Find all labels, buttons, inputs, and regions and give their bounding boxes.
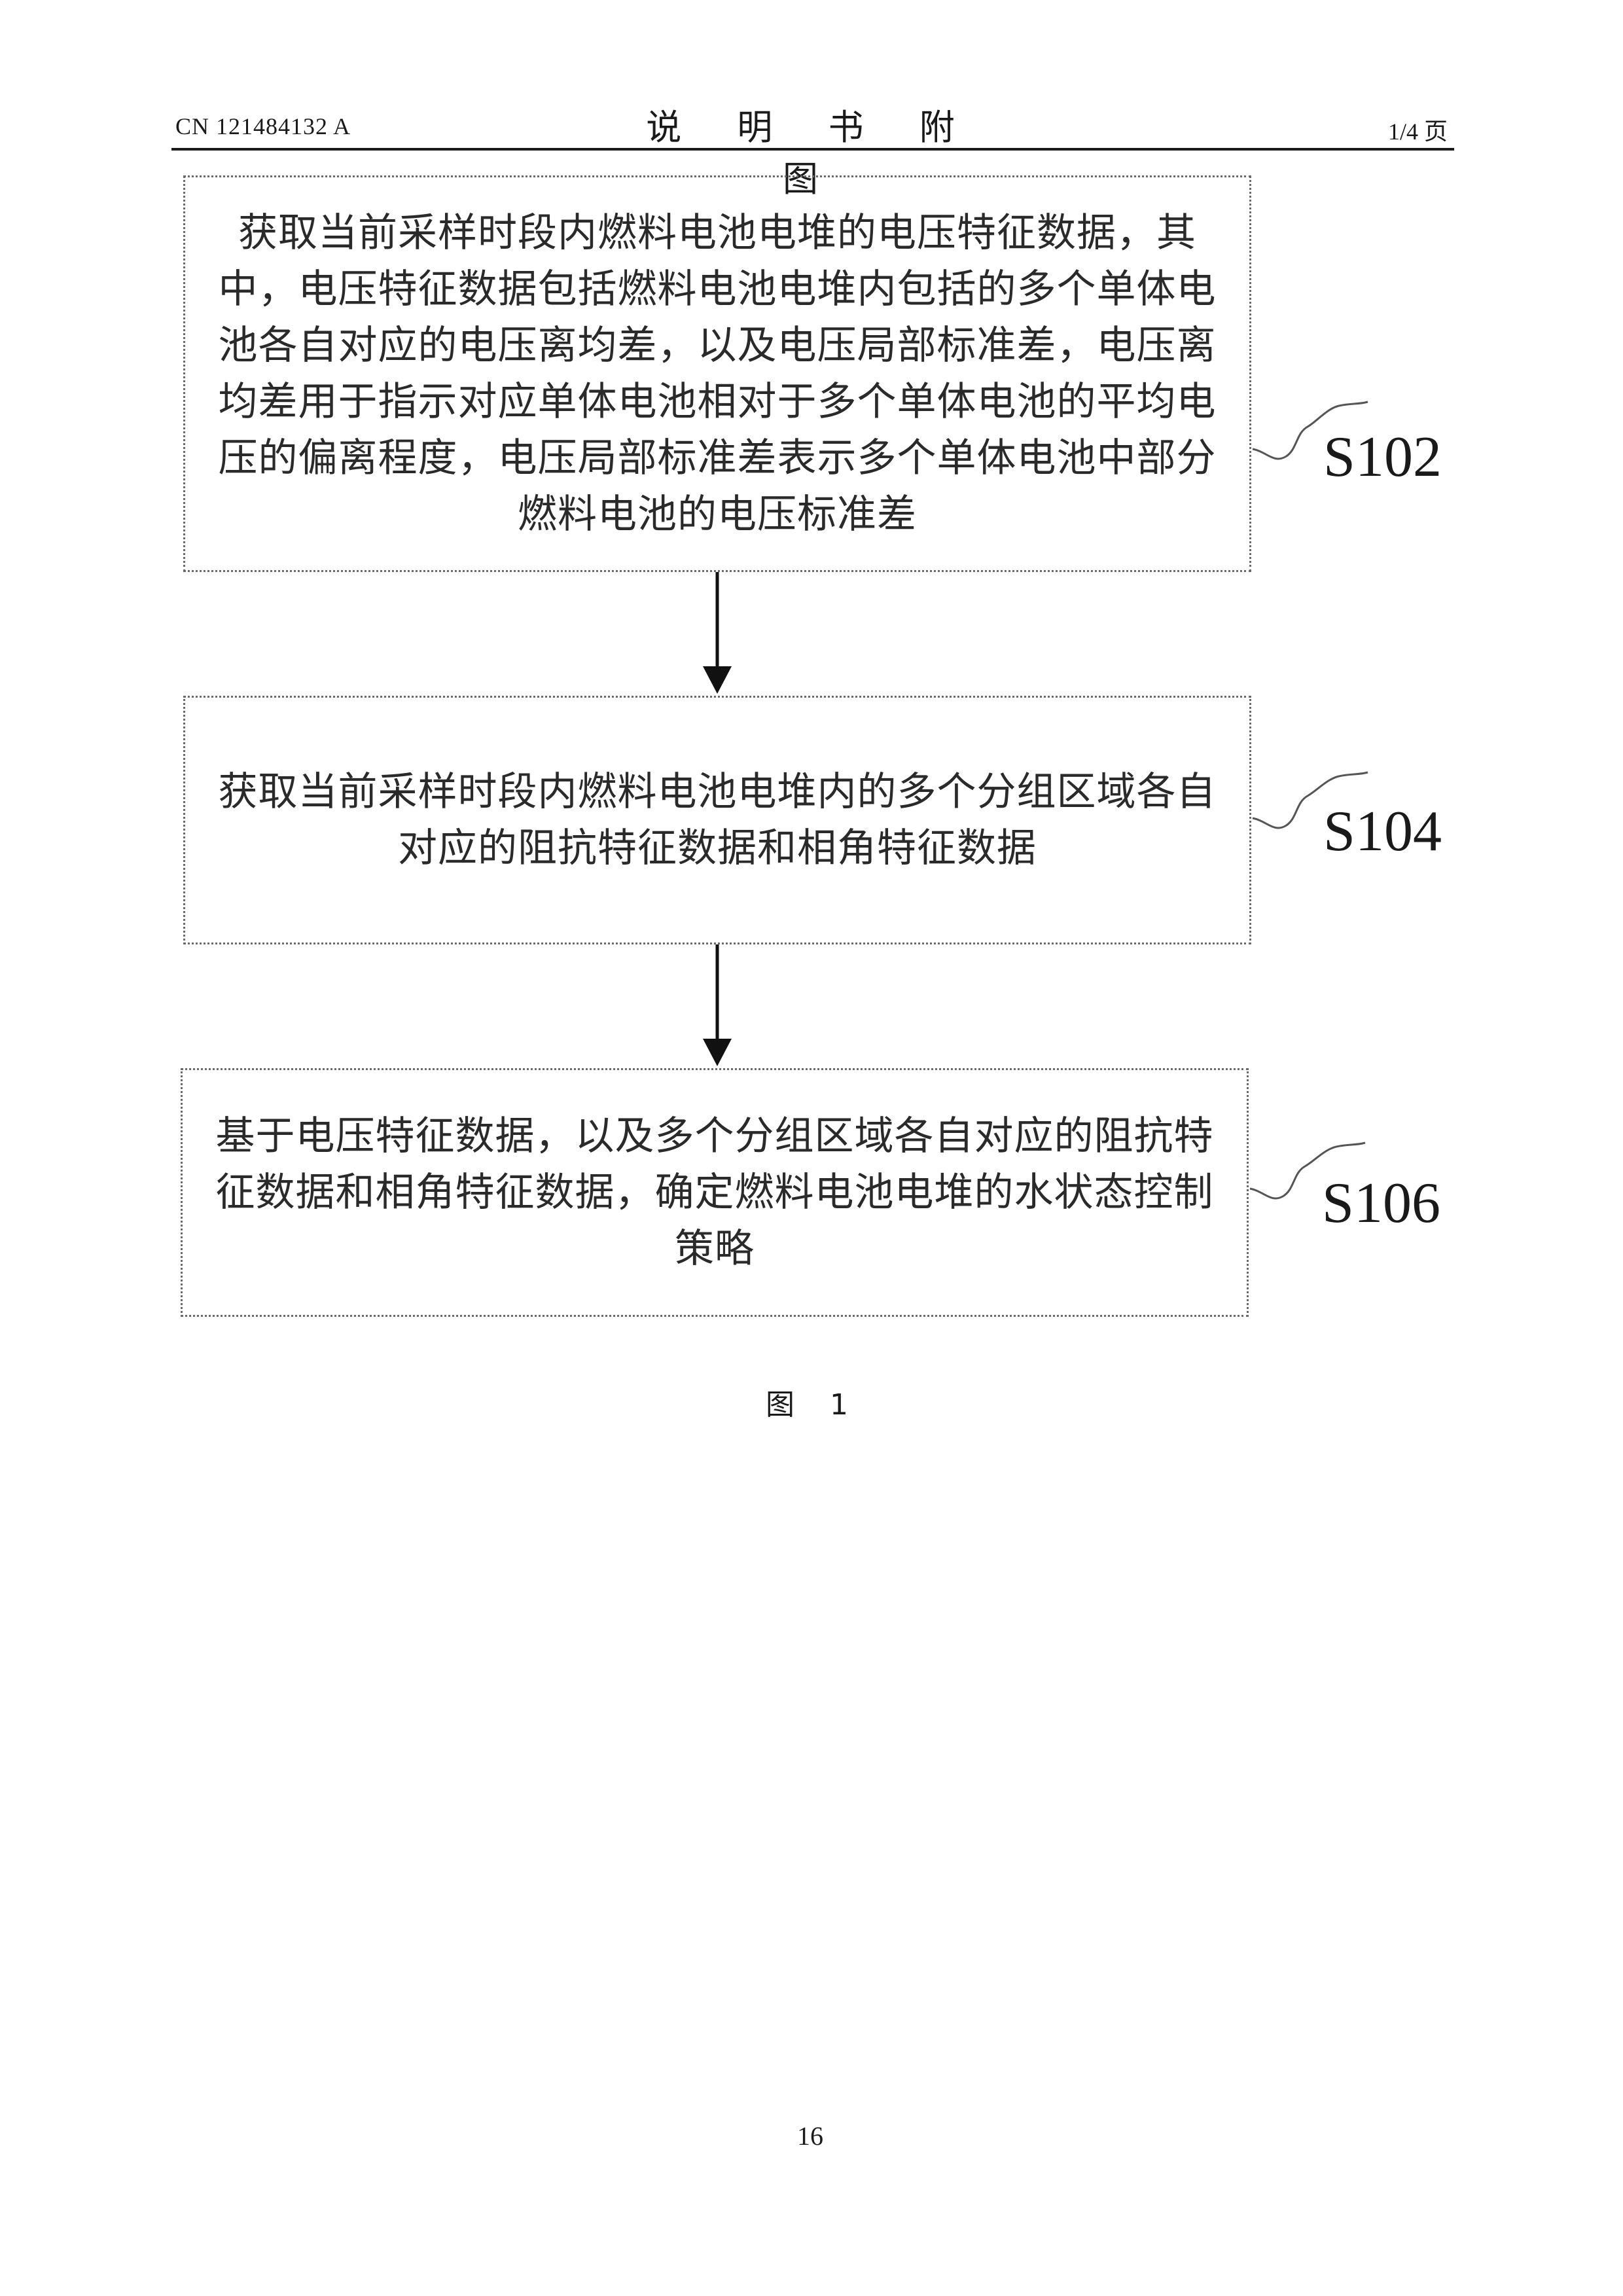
flow-step-box-s106: 基于电压特征数据，以及多个分组区域各自对应的阻抗特征数据和相角特征数据，确定燃料… (181, 1068, 1249, 1317)
step-label-s106: S106 (1322, 1170, 1440, 1236)
page-indicator: 1/4 页 (1388, 113, 1448, 147)
figure-caption: 图 1 (766, 1381, 861, 1423)
header-divider (171, 148, 1454, 151)
page-number: 16 (797, 2121, 823, 2151)
step-label-s104: S104 (1323, 798, 1442, 865)
flow-step-text-s104: 获取当前采样时段内燃料电池电堆内的多个分组区域各自对应的阻抗特征数据和相角特征数… (214, 764, 1221, 876)
step-label-s102: S102 (1323, 424, 1442, 490)
arrowhead-s104 (703, 666, 732, 694)
arrowhead-s106 (703, 1039, 732, 1066)
flow-step-text-s102: 获取当前采样时段内燃料电池电堆的电压特征数据，其中，电压特征数据包括燃料电池电堆… (214, 205, 1221, 543)
flow-step-box-s104: 获取当前采样时段内燃料电池电堆内的多个分组区域各自对应的阻抗特征数据和相角特征数… (183, 696, 1251, 944)
flow-step-text-s106: 基于电压特征数据，以及多个分组区域各自对应的阻抗特征数据和相角特征数据，确定燃料… (211, 1108, 1218, 1277)
flow-step-box-s102: 获取当前采样时段内燃料电池电堆的电压特征数据，其中，电压特征数据包括燃料电池电堆… (183, 175, 1251, 572)
patent-number: CN 121484132 A (175, 113, 351, 140)
